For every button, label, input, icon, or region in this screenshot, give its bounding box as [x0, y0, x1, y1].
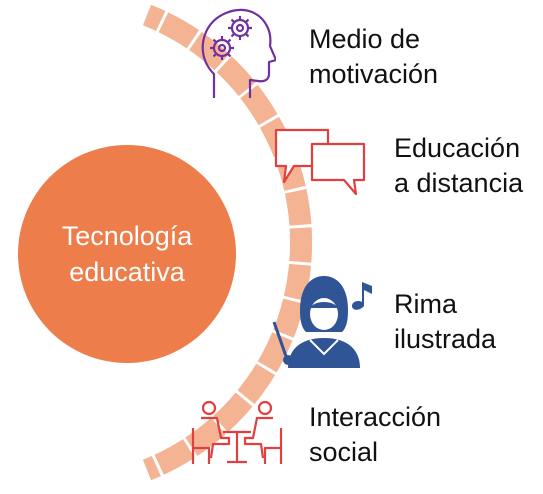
speech-bubbles-icon: [274, 128, 366, 196]
item-label-interaccion-social: Interacción social: [309, 402, 442, 467]
item-label-medio-de-motivacion: Medio de motivación: [309, 24, 439, 89]
people-table-icon: [191, 400, 283, 464]
item-label-rima-ilustrada: Rima ilustrada: [394, 289, 497, 354]
center-label: Tecnología educativa: [61, 221, 193, 287]
center-circle: Tecnología educativa: [18, 145, 236, 363]
head-gears-icon: [201, 8, 276, 98]
item-label-educacion-a-distancia: Educación a distancia: [394, 133, 524, 198]
conductor-music-icon: [272, 276, 372, 368]
